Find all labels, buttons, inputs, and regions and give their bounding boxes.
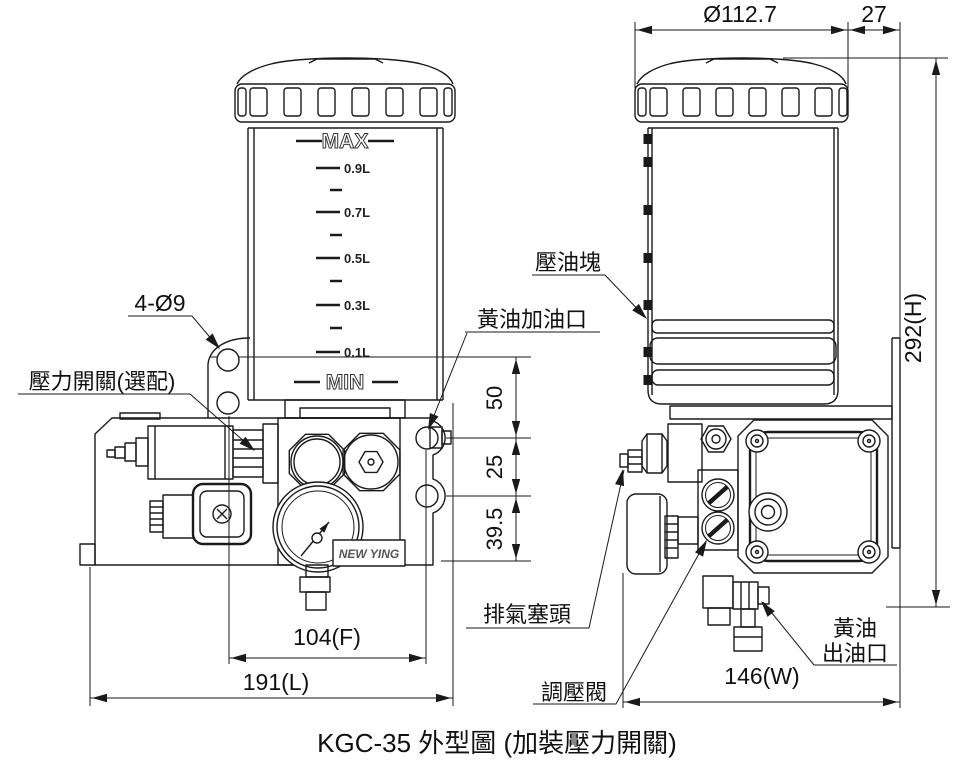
cap-knurl-slots: [237, 87, 453, 117]
scale-tick-label: 0.7L: [344, 205, 370, 220]
reservoir: [647, 127, 839, 405]
connector-block: [149, 482, 253, 546]
scale-tick-label: 0.1L: [344, 345, 370, 360]
pump-back-plate: [94, 417, 446, 566]
reservoir-scale: MAX 0.9L 0.7L 0.5L 0.3L 0.1L MIN: [294, 130, 398, 395]
base-flange: [669, 405, 893, 420]
mounting-hole: [415, 484, 439, 508]
reservoir-flange: [284, 399, 406, 419]
regulator-screw: [701, 511, 735, 545]
grease-outlet-fitting: [702, 575, 770, 652]
callouts: 4-Ø9 壓力開關(選配) 黃油加油口 壓油塊 排氣塞頭 調壓閥 黃油 出油口: [18, 250, 897, 705]
drawing-title: KGC-35 外型圖 (加裝壓力開關): [317, 728, 677, 758]
callout-grease-outlet-1: 黃油: [833, 616, 877, 641]
mounting-hole: [415, 426, 439, 450]
brand-text: NEW YING: [339, 547, 399, 561]
valve-block: [697, 469, 739, 551]
side-view: [619, 57, 901, 652]
callout-grease-press-block: 壓油塊: [535, 250, 601, 275]
dim-cap-diameter: Ø112.7: [703, 1, 777, 27]
scale-tick-label: 0.9L: [344, 161, 370, 176]
dim-hole-spacing: 25: [482, 455, 507, 479]
dim-port-to-hole: 50: [482, 386, 507, 410]
scale-tick-label: 0.5L: [344, 251, 370, 266]
dim-overall-width: 146(W): [724, 663, 799, 689]
scale-max-label: MAX: [322, 130, 369, 153]
dim-overall-length: 191(L): [243, 669, 309, 695]
cap-knurl-slots: [637, 87, 848, 117]
callout-pressure-switch: 壓力開關(選配): [29, 369, 176, 394]
scale-ticks-side: [643, 134, 653, 385]
dim-total-height: 292(H): [900, 293, 926, 363]
callout-grease-fill-port: 黃油加油口: [477, 307, 587, 332]
callout-regulating-valve: 調壓閥: [541, 680, 607, 705]
front-view: MAX 0.9L 0.7L 0.5L 0.3L 0.1L MIN: [79, 57, 456, 611]
bottom-fitting: [299, 564, 331, 611]
cap-knurl-band: [234, 83, 456, 123]
dim-hole-to-base: 39.5: [482, 508, 507, 551]
cap-dome: [636, 57, 847, 85]
gauge-side: [626, 493, 699, 575]
outlet-port: [342, 432, 401, 492]
air-vent-screw: [701, 478, 735, 512]
callout-mounting-holes: 4-Ø9: [134, 290, 185, 316]
dim-hole-span-front: 104(F): [293, 624, 361, 650]
mounting-hole: [216, 348, 240, 372]
cover-boss: [748, 492, 788, 532]
dim-cap-offset: 27: [861, 1, 887, 27]
dimensions: Ø112.7 27 292(H) 50 25 39.5 104(F) 191(L…: [89, 1, 950, 708]
callout-grease-outlet-2: 出油口: [822, 641, 888, 666]
mounting-tab: [207, 337, 251, 418]
brand-plate: [332, 539, 406, 567]
hex-bolt: [700, 425, 732, 453]
cover-screws: [745, 429, 881, 564]
pressure-switch-side: [619, 423, 703, 483]
reservoir: [247, 127, 444, 401]
scale-min-label: MIN: [326, 371, 365, 394]
mounting-bracket: [891, 337, 901, 549]
pressure-switch: [106, 423, 279, 484]
scale-tick-label: 0.3L: [344, 298, 370, 313]
callout-air-vent-plug: 排氣塞頭: [483, 602, 571, 627]
cap-knurl-band: [634, 83, 849, 123]
grease-press-block: [649, 319, 837, 386]
mounting-hole: [216, 391, 240, 415]
cap-dome: [236, 57, 454, 85]
